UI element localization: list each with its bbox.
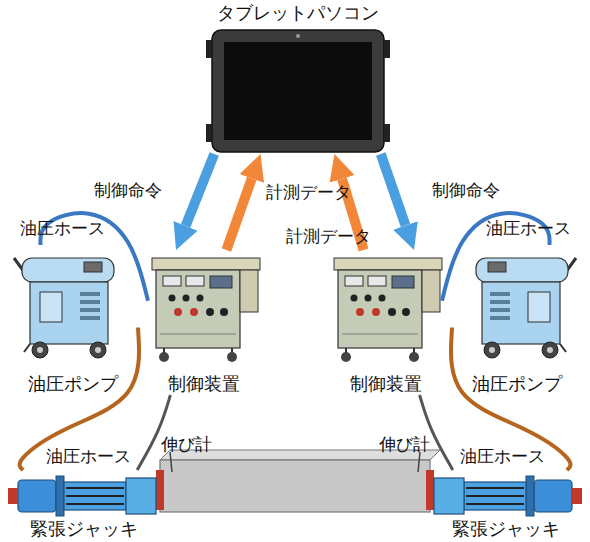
controller-drawing [334, 258, 442, 362]
tablet-bumper [206, 40, 212, 58]
device-node: 油圧ポンプ [452, 245, 582, 395]
device-label: 緊張ジャッキ [452, 518, 560, 540]
edge-label: 計測データ [286, 226, 371, 246]
tablet-frame [212, 30, 384, 152]
concrete-beam [160, 460, 430, 512]
edge-label: 油圧ホース [46, 446, 131, 466]
device-label: 緊張ジャッキ [30, 518, 138, 540]
device-label: タブレットパソコン [217, 2, 379, 24]
anchor-plate [156, 470, 164, 510]
tablet-bumper [384, 40, 390, 58]
device-node: 制御装置 [330, 250, 442, 395]
pump-drawing [476, 258, 576, 358]
extensometer-lead [170, 452, 172, 472]
device-label: 制御装置 [168, 373, 240, 395]
hydraulic-hose [451, 328, 571, 471]
edge-label: 制御命令 [94, 180, 162, 200]
part-label: 伸び計 [379, 434, 430, 454]
tablet-camera [296, 34, 300, 38]
jack-drawing [434, 476, 582, 516]
signal-arrow [186, 154, 215, 226]
pump-drawing [14, 258, 114, 358]
device-label: 油圧ポンプ [472, 373, 562, 395]
signal-arrow [226, 179, 251, 251]
device-node: 制御装置 [148, 250, 260, 395]
hydraulic-hose [20, 328, 140, 471]
tablet-bumper [206, 124, 212, 142]
device-node: 緊張ジャッキ [430, 470, 582, 540]
device-label: 油圧ポンプ [28, 373, 118, 395]
device-label: 制御装置 [350, 373, 422, 395]
tablet-screen [224, 42, 372, 140]
control-cable [137, 395, 170, 470]
edge-label: 油圧ホース [486, 218, 571, 238]
extensometer-lead [418, 452, 420, 472]
part-label: 伸び計 [161, 434, 212, 454]
device-node: 緊張ジャッキ [8, 470, 160, 540]
controller-drawing [152, 258, 260, 362]
anchor-plate [426, 470, 434, 510]
control-cable [420, 395, 453, 470]
device-node: 油圧ポンプ [8, 245, 138, 395]
edge-label: 油圧ホース [20, 218, 105, 238]
edge-label: 制御命令 [432, 180, 500, 200]
device-node: タブレットパソコン [205, 2, 390, 154]
jack-drawing [8, 476, 156, 516]
edge-label: 計測データ [266, 182, 351, 202]
signal-arrow [381, 154, 406, 225]
edge-label: 油圧ホース [460, 446, 545, 466]
tablet-bumper [384, 124, 390, 142]
